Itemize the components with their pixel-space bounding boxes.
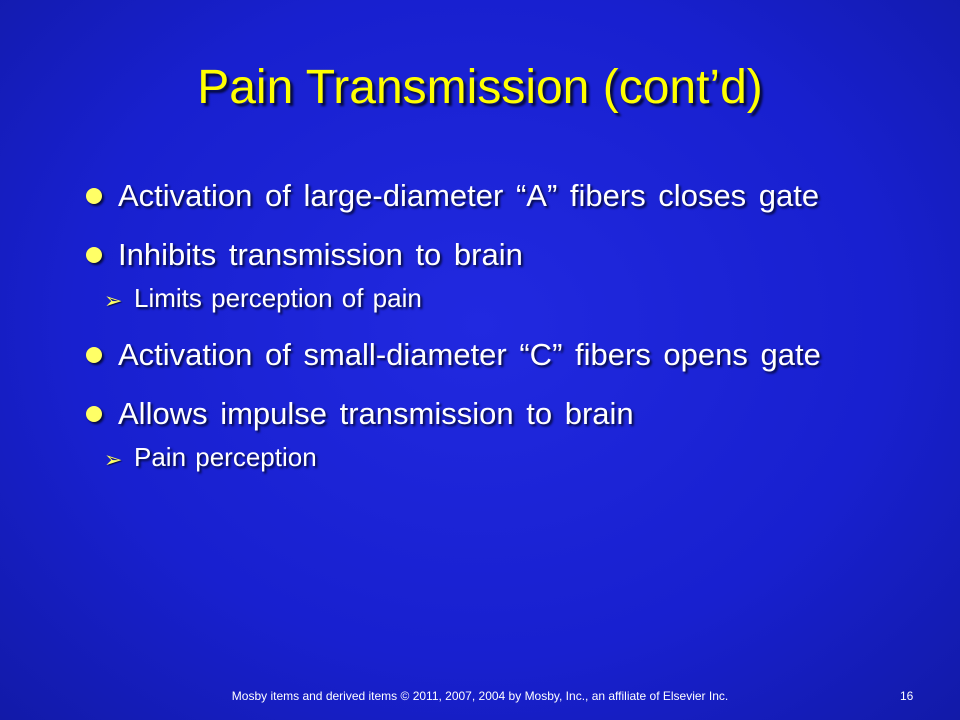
bullet-dot-icon bbox=[86, 347, 102, 363]
bullet-text: Activation of small-diameter “C” fibers … bbox=[118, 337, 821, 372]
bullet-dot-icon bbox=[86, 188, 102, 204]
slide-title: Pain Transmission (cont’d) bbox=[197, 61, 763, 114]
sub-bullet-item: ➢ Pain perception bbox=[86, 442, 886, 472]
sub-bullet-text: Pain perception bbox=[134, 442, 317, 472]
bullet-list: Activation of large-diameter “A” fibers … bbox=[86, 178, 886, 472]
bullet-dot-icon bbox=[86, 247, 102, 263]
bullet-dot-icon bbox=[86, 406, 102, 422]
bullet-item: Inhibits transmission to brain bbox=[86, 237, 886, 272]
sub-bullet-item: ➢ Limits perception of pain bbox=[86, 283, 886, 313]
bullet-item: Activation of small-diameter “C” fibers … bbox=[86, 337, 886, 372]
bullet-text: Allows impulse transmission to brain bbox=[118, 396, 634, 431]
arrow-right-icon: ➢ bbox=[104, 447, 123, 472]
bullet-item: Activation of large-diameter “A” fibers … bbox=[86, 178, 886, 213]
bullet-text: Inhibits transmission to brain bbox=[118, 237, 523, 272]
arrow-right-icon: ➢ bbox=[104, 288, 123, 313]
bullet-item: Allows impulse transmission to brain bbox=[86, 396, 886, 431]
copyright-footer: Mosby items and derived items © 2011, 20… bbox=[231, 689, 729, 703]
sub-bullet-text: Limits perception of pain bbox=[134, 283, 422, 313]
bullet-text: Activation of large-diameter “A” fibers … bbox=[118, 178, 820, 213]
page-number: 16 bbox=[900, 689, 914, 703]
